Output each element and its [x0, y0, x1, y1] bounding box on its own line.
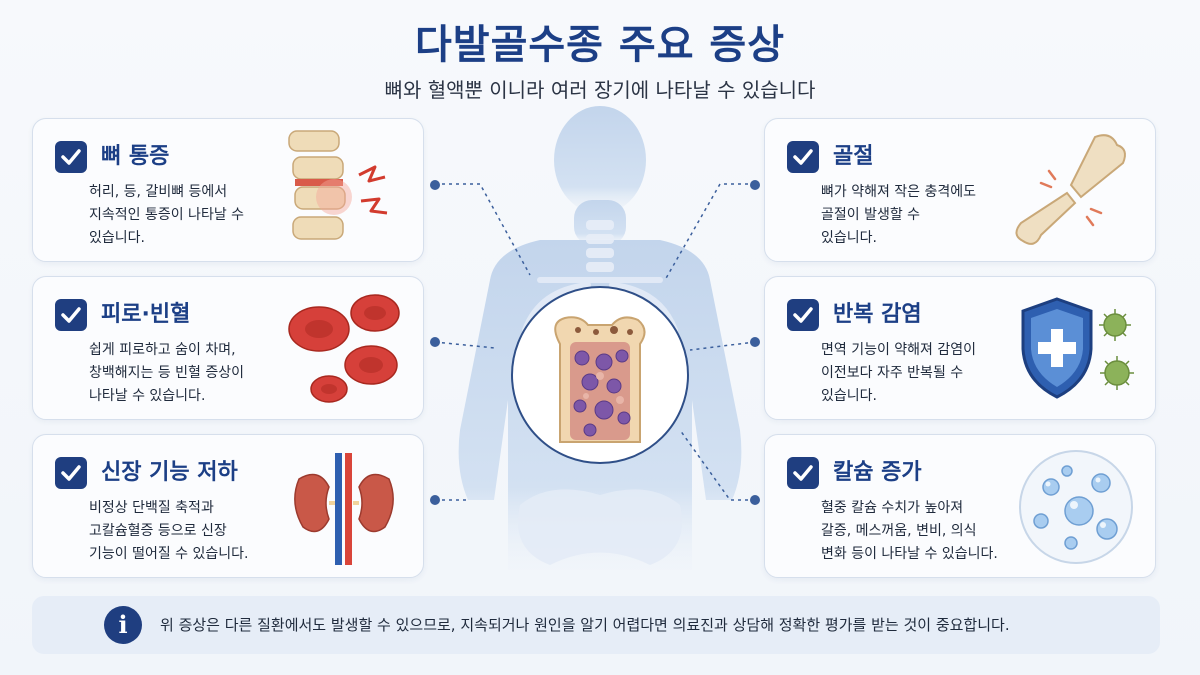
- spine-icon: [288, 130, 388, 240]
- symptom-title: 반복 감염: [833, 302, 922, 327]
- shield-cross-icon: [1021, 297, 1134, 399]
- check-icon: [787, 141, 819, 173]
- symptom-title: 신장 기능 저하: [101, 460, 238, 485]
- connector-dot: [430, 337, 440, 347]
- disclaimer-note: i 위 증상은 다른 질환에서도 발생할 수 있으므로, 지속되거나 원인을 알…: [32, 596, 1160, 654]
- connector-dot: [750, 495, 760, 505]
- red-blood-cells-icon: [288, 294, 400, 403]
- symptom-title: 골절: [833, 144, 874, 169]
- connector-dot: [750, 180, 760, 190]
- virus-icon: [1099, 309, 1134, 390]
- symptom-title: 피로·빈혈: [101, 302, 191, 327]
- symptom-title: 칼슘 증가: [833, 460, 922, 485]
- bone-marrow-icon: [554, 316, 646, 443]
- check-icon: [55, 141, 87, 173]
- check-icon: [787, 299, 819, 331]
- info-icon: i: [104, 606, 142, 644]
- connector-dot: [750, 337, 760, 347]
- symptom-title: 뼈 통증: [101, 144, 170, 169]
- check-icon: [787, 457, 819, 489]
- human-body-figure: [434, 106, 756, 570]
- connector-dot: [430, 495, 440, 505]
- check-icon: [55, 299, 87, 331]
- broken-bone-icon: [1015, 134, 1126, 245]
- connector-dot: [430, 180, 440, 190]
- page-subtitle: 뼈와 혈액뿐 이니라 여러 장기에 나타날 수 있습니다: [384, 78, 816, 102]
- calcium-bubbles-icon: [1019, 450, 1133, 564]
- kidneys-icon: [294, 453, 394, 565]
- check-icon: [55, 457, 87, 489]
- page-title: 다발골수종 주요 증상: [414, 22, 786, 68]
- disclaimer-text: 위 증상은 다른 질환에서도 발생할 수 있으므로, 지속되거나 원인을 알기 …: [160, 616, 1010, 634]
